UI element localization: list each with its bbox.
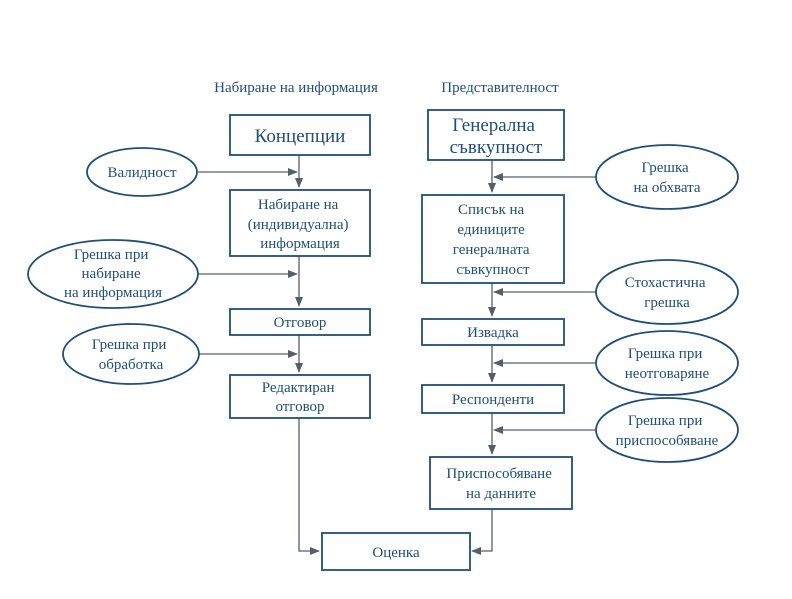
box-frame-label: Списък на единиците генералната съвкупно… — [453, 202, 534, 278]
box-respondents: Респонденти — [421, 384, 565, 414]
oval-measurement-error-label: Грешка при набиране на информация — [64, 247, 162, 301]
arrow-adjustment-to-estimate — [471, 509, 493, 555]
arrow-edited-to-estimate — [298, 418, 320, 555]
box-concepts: Концепции — [229, 114, 371, 156]
box-response-label: Отговор — [274, 315, 327, 331]
oval-adjustment-error: Грешка при приспособяване — [595, 397, 739, 463]
box-respondents-label: Респонденти — [452, 392, 534, 408]
box-adjustment: Приспособяване на данните — [429, 456, 573, 510]
oval-coverage-error-label: Грешка на обхвата — [633, 160, 700, 196]
box-adjustment-label: Приспособяване на данните — [446, 466, 555, 502]
oval-processing-error: Грешка при обработка — [62, 323, 200, 385]
box-edited-response-label: Редактиран отговор — [262, 380, 339, 415]
box-edited-response: Редактиран отговор — [229, 374, 371, 419]
oval-coverage-error: Грешка на обхвата — [595, 144, 739, 210]
box-estimate: Оценка — [321, 532, 471, 571]
box-concepts-label: Концепции — [255, 126, 346, 147]
heading-left: Набиране на информация — [214, 80, 378, 96]
box-collection-label: Набиране на (индивидуална) информация — [248, 197, 352, 252]
oval-validity-label: Валидност — [107, 165, 176, 181]
box-response: Отговор — [229, 308, 371, 336]
box-frame: Списък на единиците генералната съвкупно… — [421, 194, 565, 284]
oval-sampling-error: Стохастична грешка — [595, 259, 739, 325]
oval-nonresponse-error-label: Грешка при неотговаряне — [625, 346, 710, 382]
oval-processing-error-label: Грешка при обработка — [92, 337, 170, 373]
oval-nonresponse-error: Грешка при неотговаряне — [595, 330, 739, 396]
connectors — [198, 155, 596, 555]
oval-measurement-error: Грешка при набиране на информация — [27, 239, 199, 309]
box-sample: Извадка — [421, 318, 565, 346]
box-estimate-label: Оценка — [372, 545, 420, 561]
oval-sampling-error-label: Стохастична грешка — [625, 275, 709, 311]
oval-adjustment-error-label: Грешка при приспособяване — [616, 413, 719, 449]
box-population-label: Генерална съвкупност — [450, 115, 543, 158]
heading-right: Представителност — [441, 80, 559, 96]
oval-validity: Валидност — [86, 147, 198, 197]
box-sample-label: Извадка — [467, 325, 519, 341]
box-population: Генерална съвкупност — [427, 109, 565, 161]
box-collection: Набиране на (индивидуална) информация — [229, 189, 371, 257]
